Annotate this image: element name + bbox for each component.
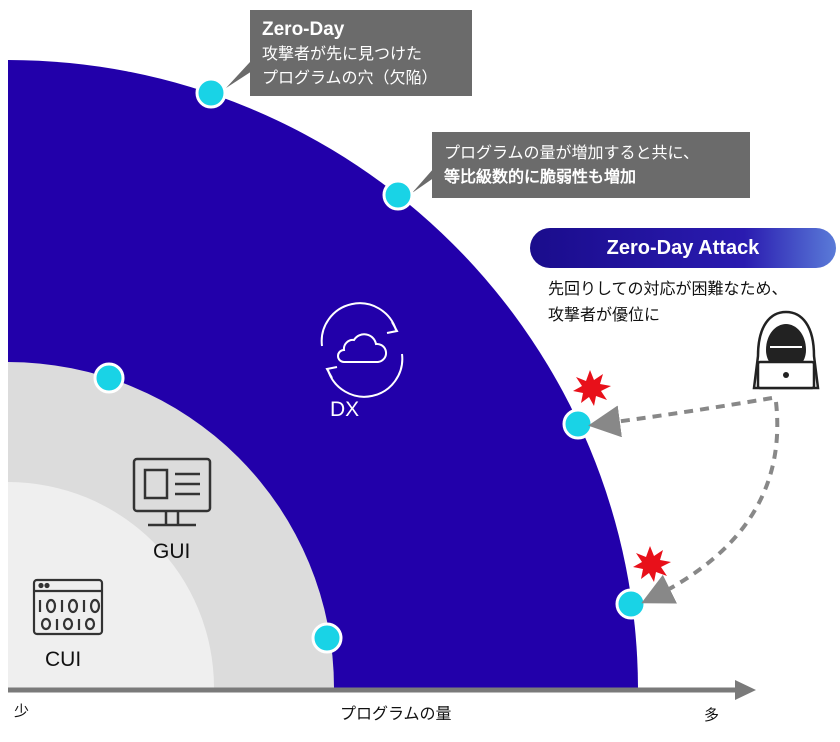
dot-gui-top xyxy=(93,362,125,394)
axis-title: プログラムの量 xyxy=(340,704,452,723)
dot-attack-1 xyxy=(562,408,594,440)
growth-callout: プログラムの量が増加すると共に、 等比級数的に脆弱性も増加 xyxy=(432,132,750,198)
cui-label: CUI xyxy=(45,648,82,671)
x-axis xyxy=(8,680,756,700)
zeroday-callout: Zero-Day 攻撃者が先に見つけた プログラムの穴（欠陥） xyxy=(250,10,472,96)
starburst-icon xyxy=(573,370,611,406)
axis-min-label: 少 xyxy=(14,702,30,720)
hooded-hacker-icon xyxy=(752,310,820,390)
starburst-icon xyxy=(633,546,671,582)
zeroday-callout-line-1: 攻撃者が先に見つけた xyxy=(262,44,423,63)
zeroday-callout-line-2: プログラムの穴（欠陥） xyxy=(262,68,438,87)
gui-label: GUI xyxy=(153,540,191,563)
attack-description-line-2: 攻撃者が優位に xyxy=(548,305,661,324)
growth-callout-line-2: 等比級数的に脆弱性も増加 xyxy=(444,167,637,186)
cloud-sync-icon xyxy=(320,302,404,398)
dot-gui-bottom xyxy=(311,622,343,654)
dx-label: DX xyxy=(330,398,360,421)
zeroday-callout-title: Zero-Day xyxy=(262,19,345,40)
attack-description-line-1: 先回りしての対応が困難なため、 xyxy=(548,279,788,298)
dot-attack-2 xyxy=(615,588,647,620)
growth-callout-line-1: プログラムの量が増加すると共に、 xyxy=(444,143,700,162)
dot-zeroday xyxy=(195,77,227,109)
axis-max-label: 多 xyxy=(704,706,720,724)
monitor-icon xyxy=(132,457,212,527)
boundary-dots xyxy=(93,77,647,654)
dot-growth xyxy=(382,179,414,211)
cui-region xyxy=(8,482,214,688)
attack-title-badge: Zero-Day Attack xyxy=(530,228,836,268)
attack-description: 先回りしての対応が困難なため、 攻撃者が優位に xyxy=(548,276,838,328)
terminal-binary-icon xyxy=(32,578,104,636)
attack-arrow-1 xyxy=(588,396,773,438)
attack-arrow-2 xyxy=(641,401,780,604)
